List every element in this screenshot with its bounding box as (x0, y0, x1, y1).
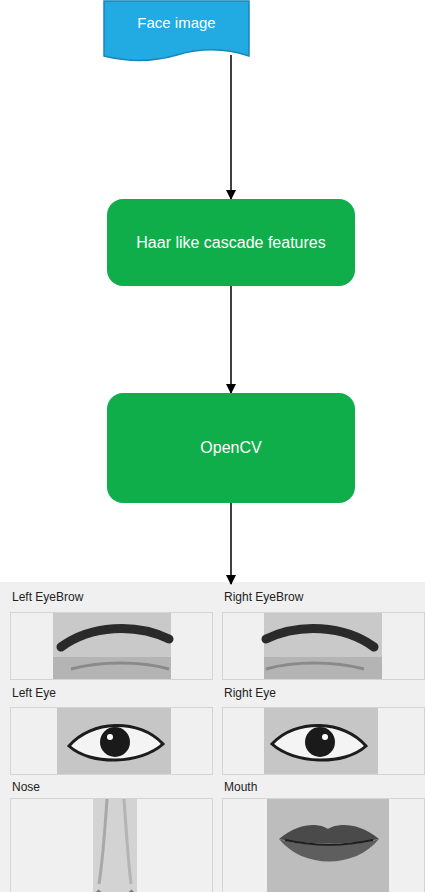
output-arrow (230, 503, 232, 584)
feature-label: Left EyeBrow (10, 590, 213, 604)
feature-label: Mouth (222, 780, 425, 794)
feature-tile: Mouth (222, 780, 425, 892)
feature-tile: Left EyeBrow (10, 590, 213, 680)
brow-photo (223, 613, 424, 679)
flag-outline (103, 0, 250, 62)
feature-label: Nose (10, 780, 213, 794)
node-label: Face image (103, 0, 250, 31)
feature-tile: Left Eye (10, 686, 213, 775)
feature-image-frame (10, 798, 213, 892)
node-label: OpenCV (182, 437, 279, 459)
mouth-photo (223, 799, 424, 892)
flow-arrow (230, 286, 232, 393)
feature-tile: Right EyeBrow (222, 590, 425, 680)
eye-photo (223, 708, 424, 774)
flow-arrow (230, 55, 232, 199)
feature-label: Right Eye (222, 686, 425, 700)
brow-photo (11, 613, 212, 679)
nose-photo (11, 799, 212, 892)
feature-image-frame (10, 612, 213, 680)
process-box: OpenCV (107, 393, 355, 503)
feature-image-frame (222, 612, 425, 680)
feature-label: Left Eye (10, 686, 213, 700)
process-box: Haar like cascade features (107, 199, 355, 286)
node-label: Haar like cascade features (118, 232, 343, 254)
feature-image-frame (222, 707, 425, 775)
input-flag: Face image (103, 0, 250, 62)
eye-photo (11, 708, 212, 774)
feature-tile: Nose (10, 780, 213, 892)
feature-image-frame (10, 707, 213, 775)
feature-tile: Right Eye (222, 686, 425, 775)
feature-label: Right EyeBrow (222, 590, 425, 604)
feature-image-frame (222, 798, 425, 892)
